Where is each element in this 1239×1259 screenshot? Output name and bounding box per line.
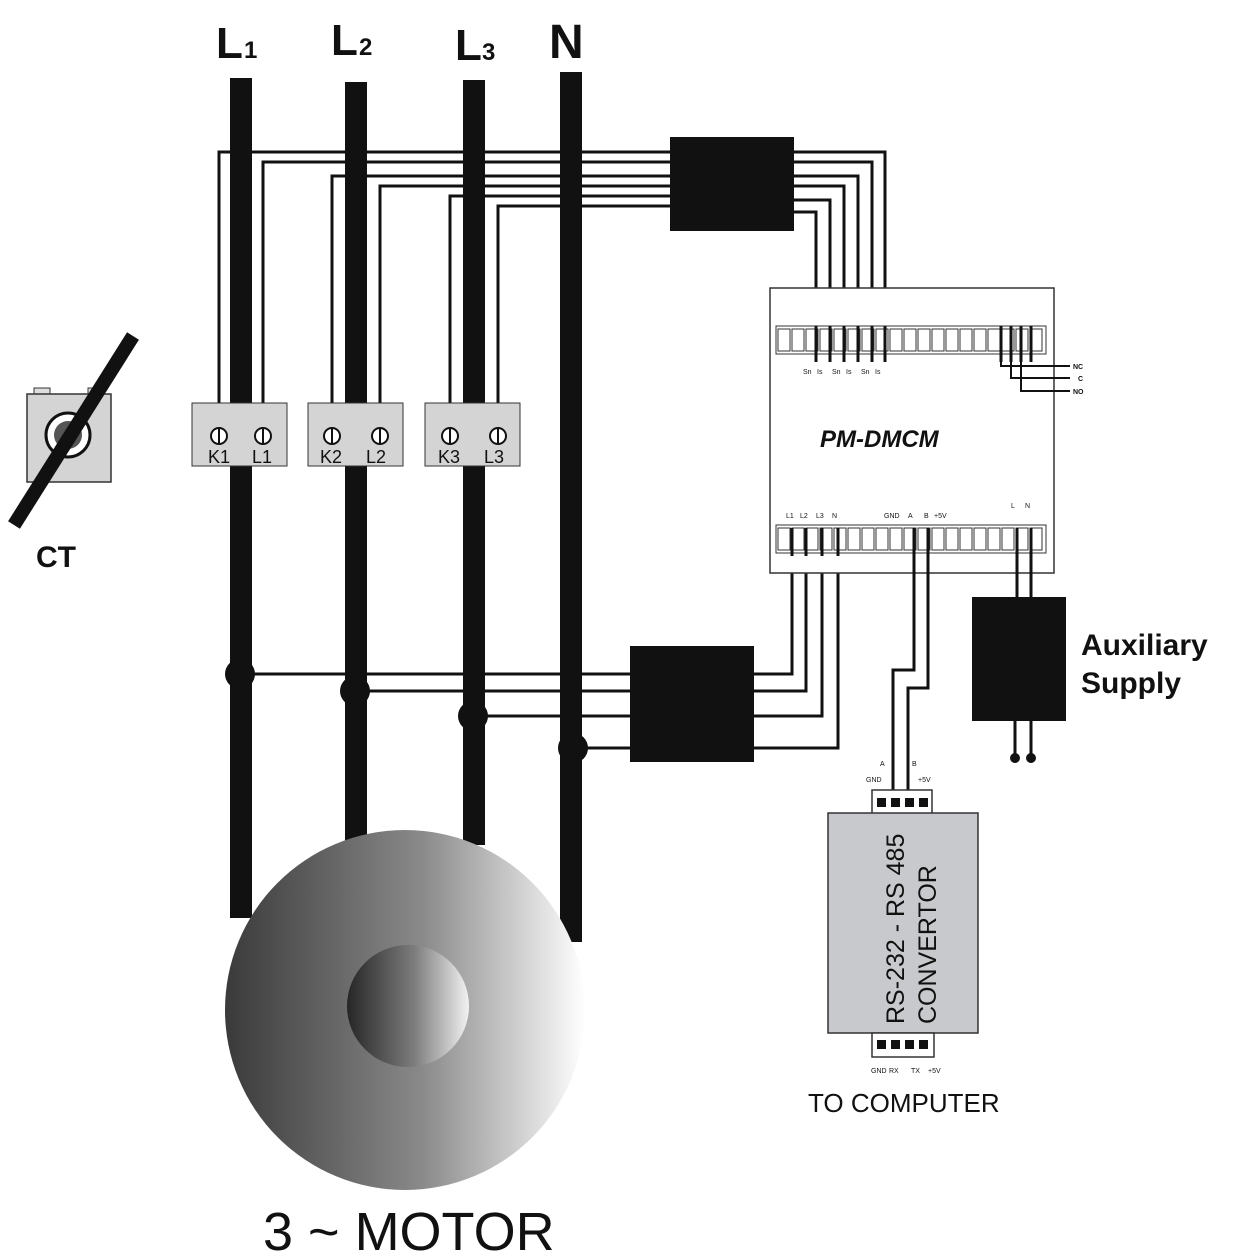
svg-text:B: B [924,513,929,520]
ct-terminal-block-2: K2 L2 [307,402,404,467]
svg-text:A: A [908,513,913,520]
svg-text:L: L [331,16,358,65]
relay-labels: NC C NO [1073,364,1084,396]
tap-node-l2 [340,676,370,706]
relay-no-label: NO [1073,389,1084,396]
terminal-k3-label: K3 [438,447,460,467]
terminal-k1-label: K1 [208,447,230,467]
comm-terminal-labels: GND A B +5V [884,513,947,520]
current-wiring-block [670,137,794,231]
meter-name: PM-DMCM [820,426,940,453]
terminal-k2-label: K2 [320,447,342,467]
bus-label-n: N [549,16,584,69]
svg-text:B: B [912,761,917,768]
auxiliary-supply-block [972,597,1066,721]
svg-text:+5V: +5V [928,1068,941,1075]
converter-label-line2: CONVERTOR [914,865,942,1024]
phase-bar-l1 [230,78,252,918]
ct-terminal-block-1: K1 L1 [191,402,288,467]
ct-symbol: CT [8,332,139,574]
svg-text:A: A [880,761,885,768]
tap-node-l1 [225,659,255,689]
svg-text:TX: TX [911,1068,920,1075]
svg-text:Is: Is [875,369,881,376]
converter-connector-pins [877,798,928,1049]
relay-c-label: C [1078,376,1083,383]
auxiliary-supply-label-line2: Supply [1081,667,1181,700]
bottom-terminal-screws [777,527,1043,551]
svg-text:Sn: Sn [803,369,812,376]
bus-label-l3: L 3 [455,21,495,70]
rs485-wiring [891,540,930,790]
ct-wiring [217,150,670,430]
bus-label-l2: L 2 [331,16,372,65]
terminal-l3-label: L3 [484,447,504,467]
converter-top-labels: A B GND +5V [866,761,931,784]
svg-text:GND: GND [871,1068,887,1075]
neutral-bar [560,72,582,942]
svg-text:L: L [455,21,482,70]
svg-text:GND: GND [866,777,882,784]
tap-node-l3 [458,701,488,731]
motor-label: 3 ~ MOTOR [263,1202,555,1259]
ct-terminal-block-3: K3 L3 [424,402,521,467]
svg-text:N: N [1025,503,1030,510]
svg-text:2: 2 [359,34,372,61]
terminal-l2-label: L2 [366,447,386,467]
aux-terminal-labels: L N [1011,503,1030,510]
rs232-rs485-converter: RS-232 - RS 485 CONVERTOR [827,789,979,1058]
current-terminal-labels: Sn Is Sn Is Sn Is [803,369,881,376]
svg-text:N: N [832,513,837,520]
voltage-terminal-labels: L1 L2 L3 N [786,513,837,520]
tap-node-n [558,733,588,763]
svg-text:Sn: Sn [861,369,870,376]
svg-text:L: L [216,19,243,68]
svg-text:L: L [1011,503,1015,510]
ct-label: CT [36,541,76,574]
converter-label-line1: RS-232 - RS 485 [882,834,910,1024]
motor [225,830,585,1190]
converter-bottom-labels: GND RX TX +5V [871,1068,941,1075]
voltage-wiring-block [630,646,754,762]
svg-text:L3: L3 [816,513,824,520]
svg-text:Sn: Sn [832,369,841,376]
svg-text:N: N [549,16,584,69]
svg-text:+5V: +5V [934,513,947,520]
svg-text:+5V: +5V [918,777,931,784]
svg-text:Is: Is [817,369,823,376]
bus-label-l1: L 1 [216,19,257,68]
terminal-l1-label: L1 [252,447,272,467]
to-computer-label: TO COMPUTER [808,1088,1000,1118]
svg-text:L1: L1 [786,513,794,520]
svg-text:1: 1 [244,37,257,64]
relay-nc-label: NC [1073,364,1083,371]
svg-text:3: 3 [482,39,495,66]
svg-text:L2: L2 [800,513,808,520]
svg-text:GND: GND [884,513,900,520]
terminal-wire-ends [790,326,1033,556]
svg-text:RX: RX [889,1068,899,1075]
auxiliary-supply-label-line1: Auxiliary [1081,629,1208,662]
svg-text:Is: Is [846,369,852,376]
voltage-tap-wiring [240,540,840,750]
